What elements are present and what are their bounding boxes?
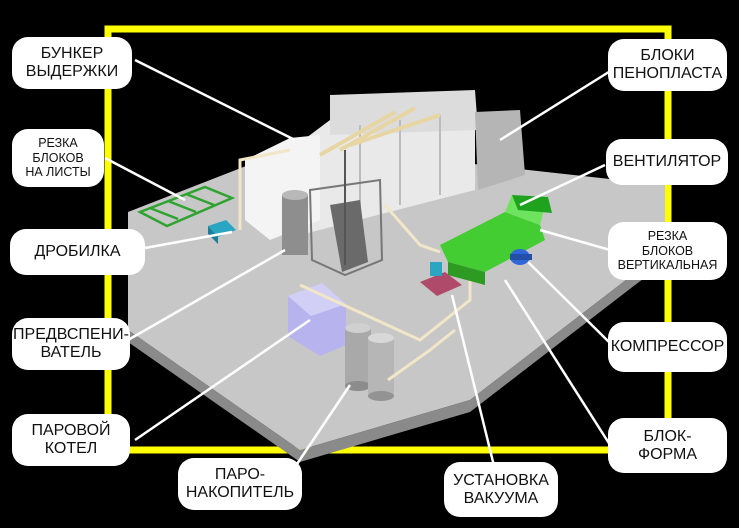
- label-fan: ВЕНТИЛЯТОР: [606, 139, 728, 185]
- steam-pipes: [238, 148, 472, 382]
- label-preheater: ПРЕДВСПЕНИ- ВАТЕЛЬ: [12, 318, 130, 370]
- steam-accumulators: [345, 323, 394, 401]
- label-hopper: БУНКЕР ВЫДЕРЖКИ: [12, 37, 132, 89]
- label-block-mold: БЛОК- ФОРМА: [608, 418, 727, 473]
- preheater-tower: [282, 150, 384, 277]
- block-mold-machine: [440, 195, 552, 285]
- label-boiler: ПАРОВОЙ КОТЕЛ: [12, 414, 130, 466]
- label-foam-blocks: БЛОКИ ПЕНОПЛАСТА: [608, 39, 727, 91]
- label-cutting-sheets: РЕЗКА БЛОКОВ НА ЛИСТЫ: [12, 129, 104, 187]
- label-crusher: ДРОБИЛКА: [10, 229, 145, 275]
- compressor-unit: [510, 249, 532, 265]
- label-vacuum: УСТАНОВКА ВАКУУМА: [444, 462, 558, 517]
- foam-block-stack: [475, 110, 525, 190]
- label-accumulator: ПАРО- НАКОПИТЕЛЬ: [178, 458, 302, 510]
- leader-lines: [104, 58, 614, 471]
- steam-boiler: [288, 283, 346, 356]
- vacuum-unit: [420, 262, 462, 296]
- label-cutting-vertical: РЕЗКА БЛОКОВ ВЕРТИКАЛЬНАЯ: [608, 222, 727, 280]
- sheet-cutting-machine: [136, 185, 236, 228]
- label-compressor: КОМПРЕССОР: [608, 322, 727, 372]
